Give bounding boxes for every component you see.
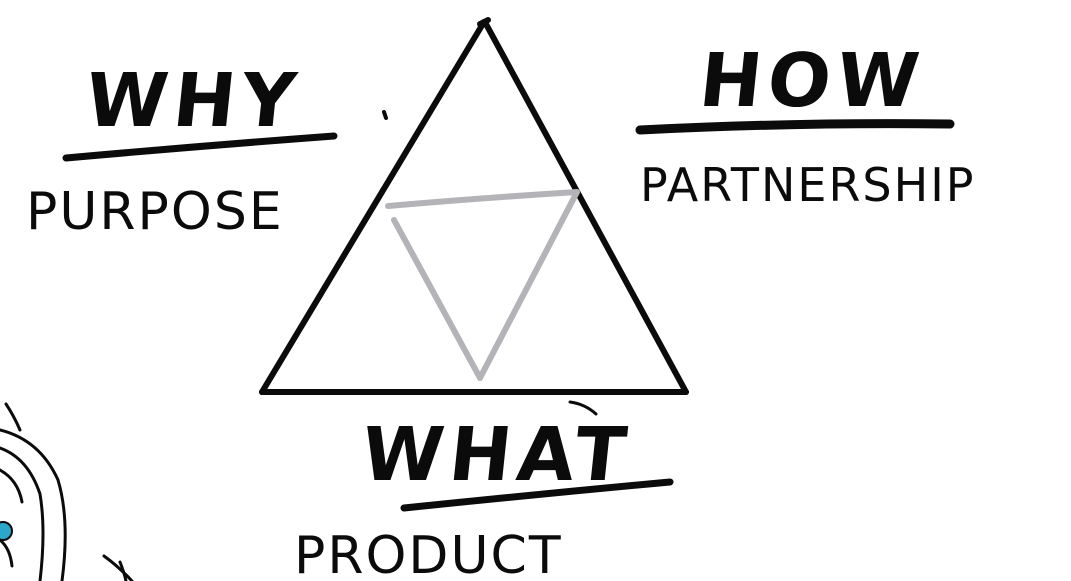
how-heading: HOW: [695, 38, 929, 124]
how-underline: [635, 119, 955, 135]
purpose-label: PURPOSE: [26, 182, 284, 242]
stray-mark: [568, 400, 598, 416]
why-underline: [62, 132, 338, 162]
inner-triangle: [385, 189, 580, 381]
character-eye: [0, 521, 13, 541]
what-underline: [400, 478, 674, 512]
partnership-label: PARTNERSHIP: [640, 158, 976, 212]
why-heading: WHY: [81, 58, 306, 144]
product-label: PRODUCT: [294, 526, 563, 581]
stray-mark: [382, 110, 388, 120]
what-heading: WHAT: [357, 412, 637, 498]
outer-triangle: [259, 17, 689, 395]
character-sketch: [0, 402, 134, 581]
